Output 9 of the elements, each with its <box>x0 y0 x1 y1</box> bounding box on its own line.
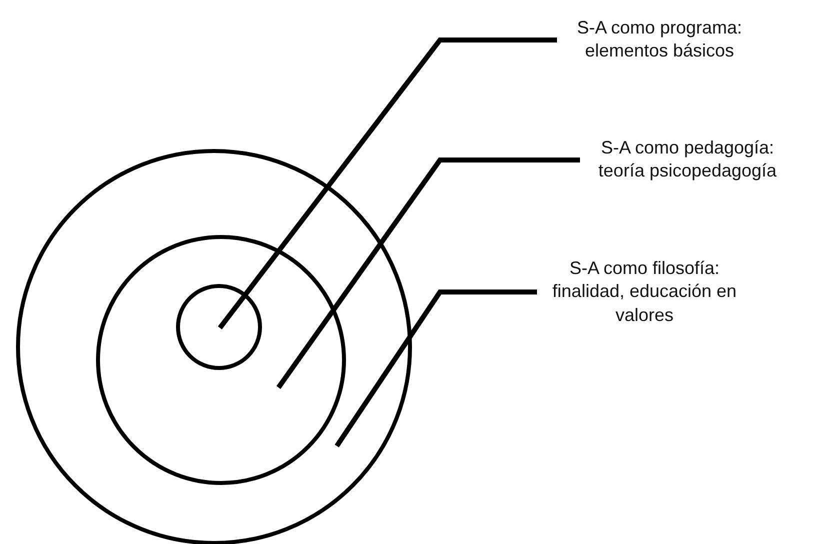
ring-circle <box>176 284 262 370</box>
label-text: S-A como programa: elementos básicos <box>557 16 762 64</box>
leader-line <box>276 158 580 389</box>
leader-line <box>334 290 537 448</box>
label-text: S-A como filosofía: finalidad, educación en valores <box>537 256 752 328</box>
leader-line <box>218 38 557 330</box>
ring-circle <box>96 235 346 485</box>
ring-circle <box>16 149 412 544</box>
label-text: S-A como pedagogía: teoría psicopedagogía <box>580 136 795 184</box>
